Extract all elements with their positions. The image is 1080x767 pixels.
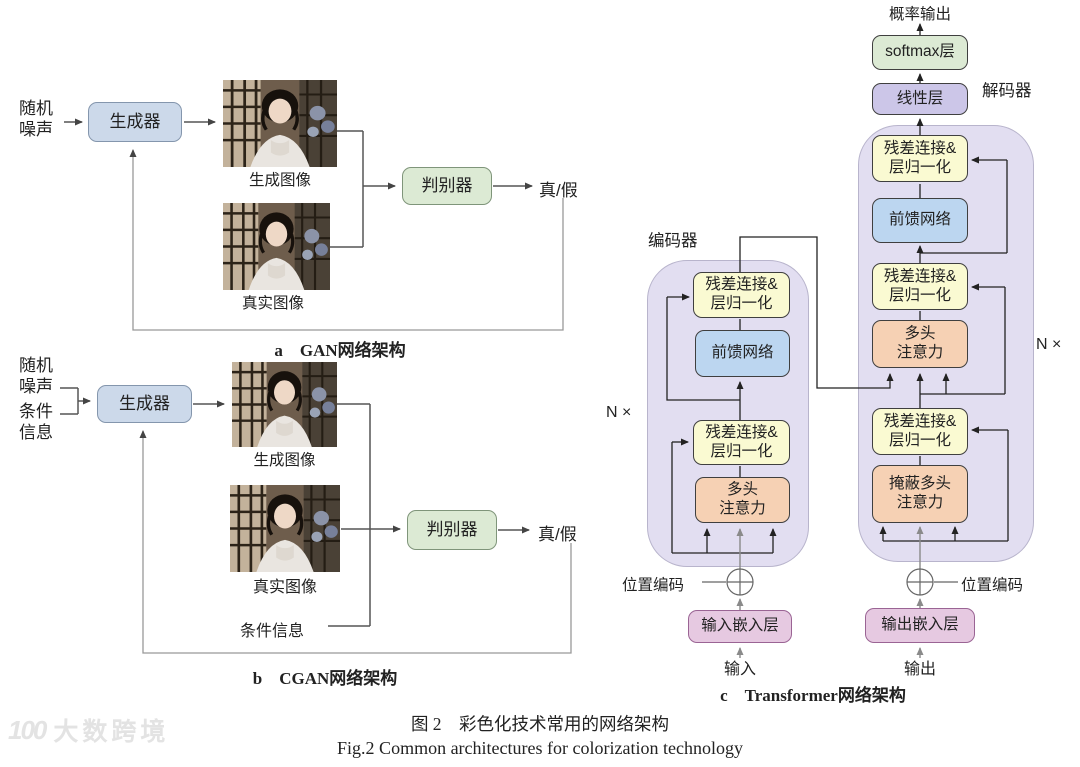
watermark-text: 大数跨境 <box>53 718 170 746</box>
gan-feedback-line <box>129 149 564 331</box>
cgan-caption: b CGAN网络架构 <box>252 669 398 688</box>
decoder-addnorm-2-box: 残差连接& 层归一化 <box>872 263 968 310</box>
gan-discriminator-box: 判别器 <box>402 167 492 205</box>
cgan-generated-image-photo <box>232 362 337 447</box>
gan-caption: a GAN网络架构 <box>274 341 406 360</box>
gan-generator-box: 生成器 <box>88 102 182 142</box>
pos-encoding-left-label: 位置编码 <box>622 577 685 594</box>
pos-encoding-right-adder <box>906 568 958 596</box>
cgan-real-image-label: 真实图像 <box>252 579 317 596</box>
output-label: 输出 <box>903 661 936 678</box>
cgan-discriminator-box: 判别器 <box>407 510 497 550</box>
cgan-noise-label: 随机 噪声 <box>19 356 53 396</box>
encoder-addnorm-bottom-box: 残差连接& 层归一化 <box>693 420 790 465</box>
pos-encoding-right-label: 位置编码 <box>961 577 1024 594</box>
linear-box: 线性层 <box>872 83 968 115</box>
input-embedding-box: 输入嵌入层 <box>688 610 792 643</box>
gan-result-label: 真/假 <box>539 181 578 200</box>
portrait-photo-art <box>230 485 340 572</box>
encoder-addnorm-top-box: 残差连接& 层归一化 <box>693 272 790 318</box>
decoder-mha-box: 多头 注意力 <box>872 320 968 368</box>
gan-noise-label: 随机 噪声 <box>19 99 53 139</box>
decoder-ffn-box: 前馈网络 <box>872 198 968 243</box>
decoder-n-times-label: N × <box>1036 336 1062 353</box>
gan-real-image-photo <box>223 203 330 290</box>
decoder-label: 解码器 <box>982 82 1032 100</box>
input-label: 输入 <box>723 661 756 678</box>
output-embedding-box: 输出嵌入层 <box>865 608 975 643</box>
gan-generated-image-photo <box>223 80 337 167</box>
encoder-label: 编码器 <box>648 232 698 250</box>
pos-encoding-left-adder <box>702 568 754 596</box>
cgan-generated-image-label: 生成图像 <box>253 452 316 469</box>
figure-caption-en: Fig.2 Common architectures for colorizat… <box>337 738 743 758</box>
encoder-mha-box: 多头 注意力 <box>695 477 790 523</box>
watermark-logo: 100 <box>8 714 47 745</box>
portrait-photo-art <box>223 80 337 167</box>
encoder-ffn-box: 前馈网络 <box>695 330 790 377</box>
cgan-real-image-photo <box>230 485 340 572</box>
transformer-caption: c Transformer网络架构 <box>720 686 906 705</box>
cgan-condition-info-label: 条件信息 <box>240 623 305 640</box>
cgan-result-label: 真/假 <box>538 525 577 544</box>
decoder-addnorm-3-box: 残差连接& 层归一化 <box>872 408 968 455</box>
cgan-feedback-line <box>139 430 572 654</box>
softmax-box: softmax层 <box>872 35 968 70</box>
cgan-condition-label: 条件 信息 <box>19 402 53 442</box>
decoder-addnorm-1-box: 残差连接& 层归一化 <box>872 135 968 182</box>
cgan-generator-box: 生成器 <box>97 385 192 423</box>
figure-caption-zh: 图 2 彩色化技术常用的网络架构 <box>410 714 670 734</box>
prob-output-label: 概率输出 <box>888 6 951 23</box>
decoder-masked-mha-box: 掩蔽多头 注意力 <box>872 465 968 523</box>
gan-real-image-label: 真实图像 <box>241 295 304 312</box>
gan-generated-image-label: 生成图像 <box>248 172 311 189</box>
watermark: 100 大数跨境 <box>8 712 169 748</box>
encoder-n-times-label: N × <box>606 404 632 421</box>
portrait-photo-art <box>232 362 337 447</box>
portrait-photo-art <box>223 203 330 290</box>
